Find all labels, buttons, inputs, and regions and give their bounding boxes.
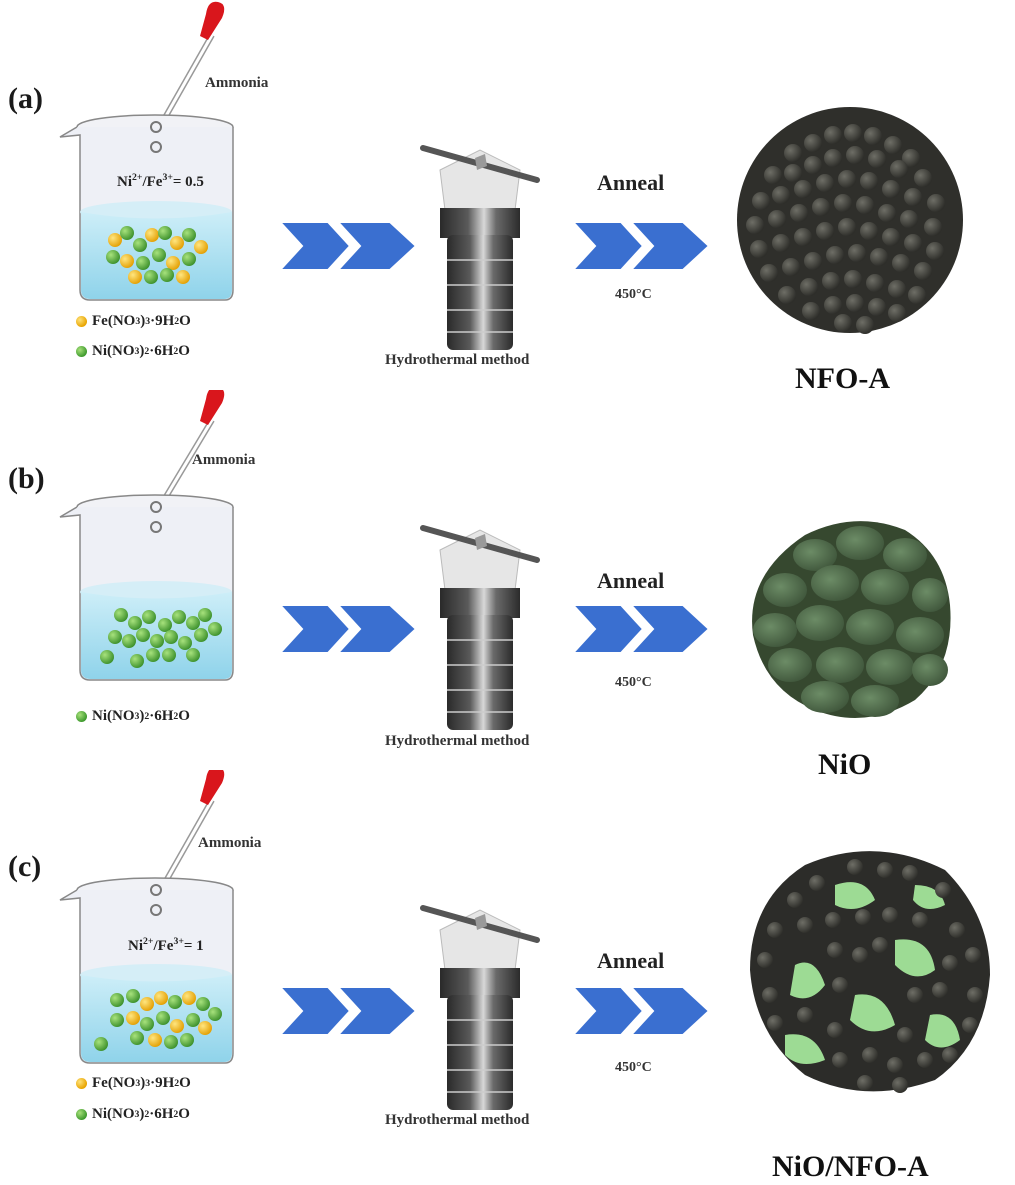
product-label: NiO [818,748,872,781]
beaker-icon [59,877,234,1064]
nio-particle-icon [752,521,951,718]
chevron-arrow-icon [280,987,418,1035]
method-label: Hydrothermal method [385,733,530,749]
panel-label: (c) [8,850,42,883]
ni-particle-icon [76,346,87,357]
dropper-icon [155,1,225,132]
nfo-a-particle-icon [737,107,963,334]
fe-particle-icon [76,1078,87,1089]
autoclave-icon [420,145,540,350]
ratio-label: Ni2+/Fe3+= 0.5 [117,172,204,190]
product-label: NFO-A [795,362,890,395]
beaker-icon [59,494,234,681]
chevron-arrow-icon [573,605,711,653]
method-label: Hydrothermal method [385,352,530,368]
ni-particle-icon [76,1109,87,1120]
reagent-label: Ammonia [198,835,262,851]
step-label: Anneal [597,948,665,973]
chevron-arrow-icon [573,222,711,270]
chevron-arrow-icon [573,987,711,1035]
autoclave-icon [420,905,540,1110]
beaker-icon [59,114,234,301]
method-label: Hydrothermal method [385,1112,530,1128]
product-label: NiO/NFO-A [772,1150,929,1183]
nio-nfo-a-particle-icon [750,851,990,1093]
reagent-label: Ammonia [205,75,269,91]
ratio-label: Ni2+/Fe3+= 1 [128,936,204,954]
fe-particle-icon [76,316,87,327]
autoclave-icon [420,525,540,730]
chevron-arrow-icon [280,222,418,270]
ni-particle-icon [76,711,87,722]
panel-label: (a) [8,82,43,115]
temperature-label: 450°C [615,675,652,690]
panel-label: (b) [8,462,45,495]
temperature-label: 450°C [615,287,652,302]
step-label: Anneal [597,170,665,195]
chevron-arrow-icon [280,605,418,653]
reagent-label: Ammonia [192,452,256,468]
step-label: Anneal [597,568,665,593]
temperature-label: 450°C [615,1060,652,1075]
